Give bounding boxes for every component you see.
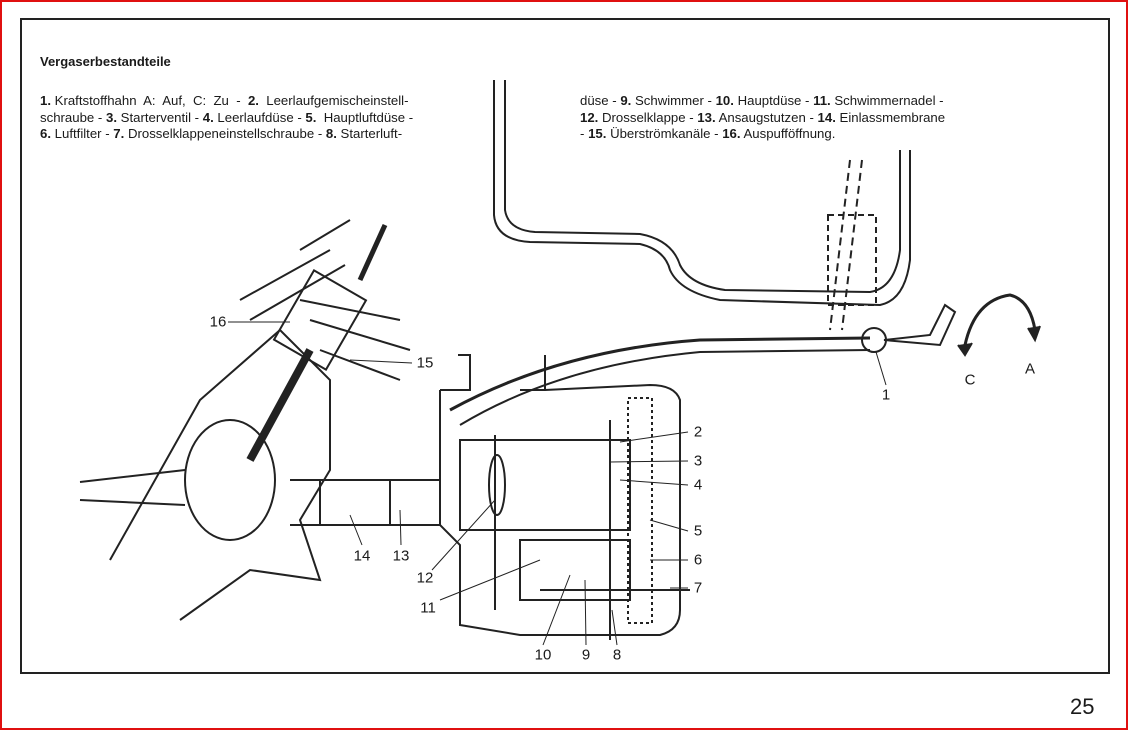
arrow-c-head-icon [957,342,973,357]
callout-10: 10 [534,646,552,664]
legend-number: 9. [620,93,632,108]
fuel-line [493,80,911,307]
callout-4: 4 [693,476,703,494]
legend-number: 12. [580,109,599,125]
crankcase [109,328,331,621]
legend-number: 2. [247,93,259,108]
legend-number: 7. [113,126,125,141]
fuel-line-inner [504,80,901,294]
legend-line: 12. Drosselklappe - 13. Ansaugstutzen - … [580,110,945,127]
legend-text: Schwimmer - [631,93,716,108]
legend-number: 3. [105,109,117,125]
spark-plug [357,223,388,282]
legend-number: 16. [722,126,741,141]
legend-left-column: 1. Kraftstoffhahn A: Auf, C: Zu - 2. Lee… [40,93,413,143]
figure-title: Vergaserbestandteile [40,54,171,69]
rotation-arrow-icon [963,293,1037,346]
legend-text: Einlassmembrane [835,109,946,125]
legend-number: 15. [588,126,607,141]
legend-text: Drosselklappe - [598,109,698,125]
label-close-c: C [964,371,976,389]
legend-text: Starterluft- [336,126,403,141]
callout-14: 14 [353,547,371,565]
connecting-rod [246,348,314,462]
fuel-pipe [449,336,871,412]
legend-text: Ansaugstutzen - [715,109,818,125]
air-filter [627,397,653,624]
legend-text: Überströmkanäle - [606,126,723,141]
callout-13: 13 [392,547,410,565]
intake-manifold [290,479,440,526]
callout-6: 6 [693,551,703,569]
carburetor-body [439,354,681,636]
legend-text: Hauptdüse - [733,93,814,108]
venturi [459,439,631,531]
callout-15: 15 [416,354,434,372]
fuel-tap [861,327,887,353]
legend-right-column: düse - 9. Schwimmer - 10. Hauptdüse - 11… [580,93,945,143]
callout-8: 8 [612,646,622,664]
legend-number: 5. [305,109,317,125]
crankshaft-web [184,419,276,541]
fuel-tap-lever [883,303,957,347]
leader-lines [228,321,887,646]
legend-number: 10. [715,93,734,108]
legend-text: Kraftstoffhahn A: Auf, C: Zu - [51,93,248,108]
callout-7: 7 [693,579,703,597]
legend-text: Starterventil - [116,109,203,125]
legend-number: 13. [697,109,716,125]
page-number: 25 [1070,694,1095,719]
legend-text: Auspufföffnung. [740,126,836,141]
legend-line: schraube - 3. Starterventil - 4. Leerlau… [40,110,413,127]
callout-16: 16 [209,313,227,331]
legend-number: 4. [202,109,214,125]
throttle-valve [488,454,506,516]
legend-line: 6. Luftfilter - 7. Drosselklappeneinstel… [40,126,413,143]
legend-text: düse - [580,93,621,108]
arrow-a-head-icon [1027,325,1041,343]
legend-number: 11. [813,93,831,108]
crankshaft [79,469,186,506]
callout-9: 9 [581,646,591,664]
legend-text: Leerlaufdüse - [213,109,306,125]
callout-1: 1 [881,386,891,404]
legend-number: 1. [40,93,51,108]
legend-number: 14. [817,109,836,125]
legend-line: - 15. Überströmkanäle - 16. Auspufföffnu… [580,126,945,143]
legend-number: 6. [40,126,51,141]
legend-number: 8. [325,126,337,141]
cylinder-fins [239,219,411,381]
tank-outlet [829,159,863,331]
legend-text: schraube - [40,109,106,125]
callout-11: 11 [420,599,436,617]
legend-text: Leerlaufgemischeinstell- [258,93,409,108]
callout-2: 2 [693,423,703,441]
legend-text: Drosselklappeneinstellschraube - [124,126,326,141]
callout-5: 5 [693,522,703,540]
figure-frame [20,18,1110,674]
filter-screen [827,214,877,306]
label-open-a: A [1024,360,1036,378]
legend-text: Schwimmernadel - [830,93,944,108]
reed-valve [319,479,391,526]
legend-line: 1. Kraftstoffhahn A: Auf, C: Zu - 2. Lee… [40,93,413,110]
legend-text: - [580,126,589,141]
callout-3: 3 [693,452,703,470]
float-chamber [519,539,631,601]
fuel-pipe-2 [459,349,871,426]
legend-text: Hauptluftdüse - [316,109,414,125]
legend-line: düse - 9. Schwimmer - 10. Hauptdüse - 11… [580,93,945,110]
callout-12: 12 [416,569,434,587]
legend-text: Luftfilter - [51,126,114,141]
piston [272,268,368,372]
